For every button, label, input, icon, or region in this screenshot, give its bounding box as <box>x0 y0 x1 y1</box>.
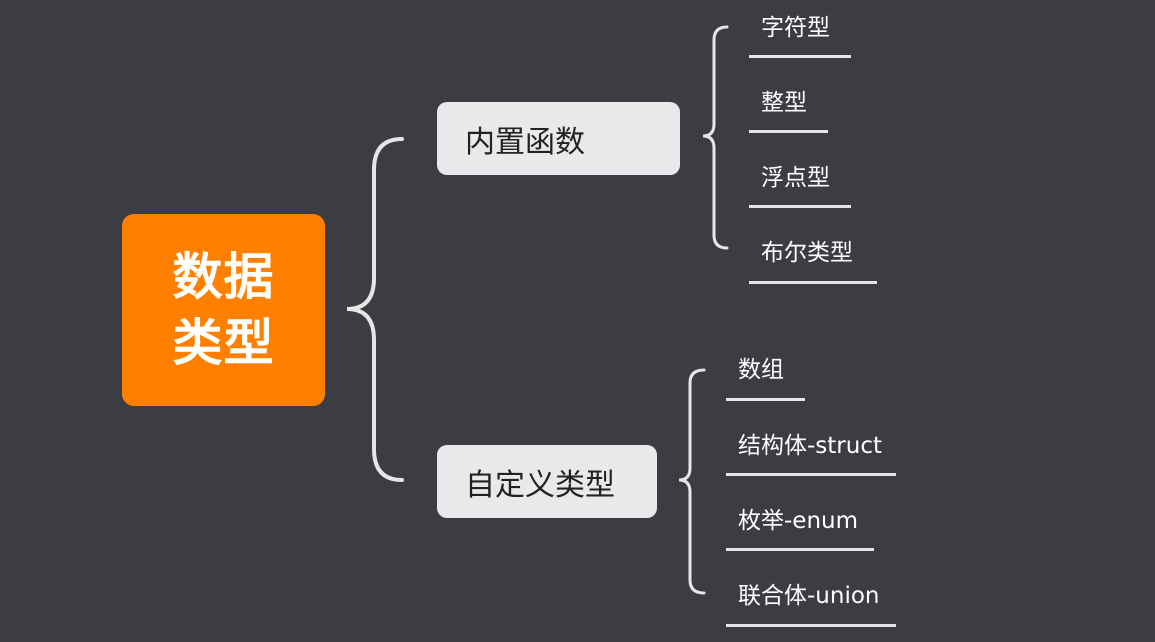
leaf-label: 浮点型 <box>761 165 830 191</box>
leaf-node[interactable]: 枚举-enum <box>726 501 874 551</box>
branch-label: 自定义类型 <box>465 467 615 503</box>
leaf-node[interactable]: 联合体-union <box>726 576 896 627</box>
branch-node-custom[interactable]: 自定义类型 <box>437 445 657 518</box>
leaf-label: 字符型 <box>761 15 830 41</box>
root-node[interactable]: 数据 类型 <box>122 214 325 406</box>
leaf-node[interactable]: 结构体-struct <box>726 426 896 476</box>
leaf-label: 枚举-enum <box>738 508 859 534</box>
leaf-label: 数组 <box>738 357 784 383</box>
branch1-brace <box>702 25 729 250</box>
leaf-node[interactable]: 整型 <box>749 83 828 133</box>
leaf-node[interactable]: 字符型 <box>749 8 851 58</box>
root-brace <box>346 137 404 482</box>
leaf-node[interactable]: 浮点型 <box>749 158 851 208</box>
branch2-brace <box>678 368 706 595</box>
root-label-line1: 数据 <box>172 248 275 306</box>
leaf-label: 布尔类型 <box>761 240 853 266</box>
branch-node-builtin[interactable]: 内置函数 <box>437 102 680 175</box>
leaf-label: 整型 <box>761 90 807 116</box>
root-label-line2: 类型 <box>172 314 275 372</box>
branch-label: 内置函数 <box>465 124 585 160</box>
leaf-node[interactable]: 数组 <box>726 350 805 401</box>
leaf-label: 结构体-struct <box>738 433 882 459</box>
leaf-label: 联合体-union <box>738 583 880 609</box>
leaf-node[interactable]: 布尔类型 <box>749 233 877 284</box>
